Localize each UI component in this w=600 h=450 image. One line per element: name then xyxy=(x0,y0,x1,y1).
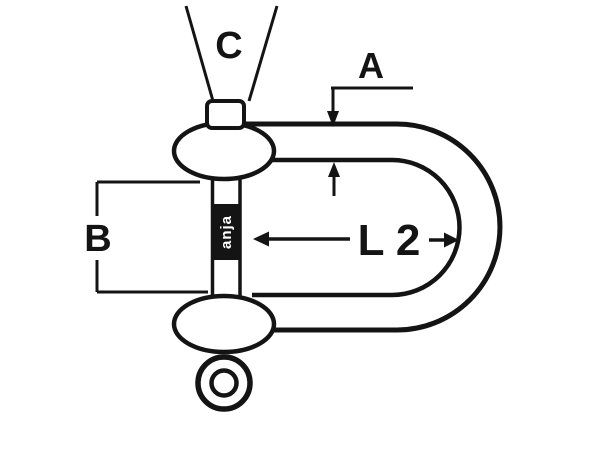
shackle-body-inner xyxy=(252,157,462,298)
pin-lug-bottom xyxy=(171,293,277,355)
dim-a-down-arrowhead xyxy=(327,111,339,127)
pin-lug-top xyxy=(171,120,277,182)
brand-plate xyxy=(211,204,241,260)
shackle-body-outer xyxy=(240,121,503,333)
dim-b-label-backplate xyxy=(81,216,115,260)
pin-eye-inner xyxy=(209,368,239,398)
dim-a-label: A xyxy=(358,45,384,86)
dim-l2-right-arrowhead xyxy=(444,232,459,248)
fork-line-right xyxy=(247,5,279,102)
brand-label: anja xyxy=(218,215,235,249)
fork-line-left xyxy=(184,5,215,102)
dim-l2-label: L 2 xyxy=(358,216,421,265)
dim-c-label: C xyxy=(215,25,242,67)
dim-l2-left-arrowhead xyxy=(253,231,269,247)
dim-b-label: B xyxy=(84,218,111,260)
pin-head xyxy=(205,99,246,130)
dim-a-up-arrowhead xyxy=(328,162,340,177)
